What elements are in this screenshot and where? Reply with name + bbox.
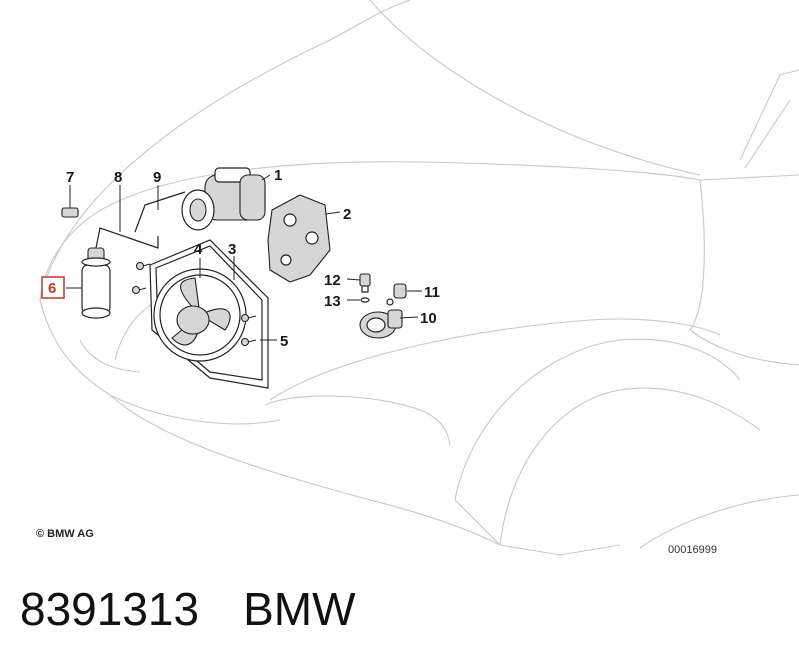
callout-6[interactable]: 6 [48,280,56,297]
callout-4[interactable]: 4 [194,241,203,258]
part-number: 8391313 [20,583,200,635]
callout-11[interactable]: 11 [424,284,440,301]
leader-lines [66,174,422,341]
valve-part[interactable] [61,207,79,218]
fan-part[interactable] [153,268,247,362]
callout-6-highlight-box [41,276,65,299]
brand-name: BMW [243,583,356,635]
callout-10[interactable]: 10 [420,310,437,327]
bracket-part[interactable] [267,194,331,283]
screws-part[interactable] [131,261,257,347]
pipes-part[interactable] [95,191,186,249]
callout-7[interactable]: 7 [66,169,74,186]
callout-8[interactable]: 8 [114,169,122,186]
callout-9[interactable]: 9 [153,169,161,186]
part-caption: 8391313 BMW [20,582,400,636]
receiver-drier-part[interactable] [81,247,111,319]
copyright-notice: © BMW AG [36,528,94,540]
callout-13[interactable]: 13 [324,293,341,310]
car-outline [39,0,799,556]
callout-1[interactable]: 1 [274,167,282,184]
callout-labels: 1 2 3 4 5 6 7 8 9 10 11 12 13 [41,167,440,350]
switch-part-12[interactable] [359,273,371,293]
callout-3[interactable]: 3 [228,241,236,258]
callout-5[interactable]: 5 [280,333,288,350]
compressor-part[interactable] [181,167,266,231]
diagram-number: 00016999 [668,544,717,556]
seal-ring-part-13[interactable] [360,297,370,303]
parts-diagram: 1 2 3 4 5 6 7 8 9 10 11 12 13 © BMW AG 0… [36,0,799,556]
expansion-valve-part[interactable] [359,309,403,339]
callout-2[interactable]: 2 [343,206,351,223]
callout-12[interactable]: 12 [324,272,341,289]
sensor-part-11[interactable] [386,283,407,306]
